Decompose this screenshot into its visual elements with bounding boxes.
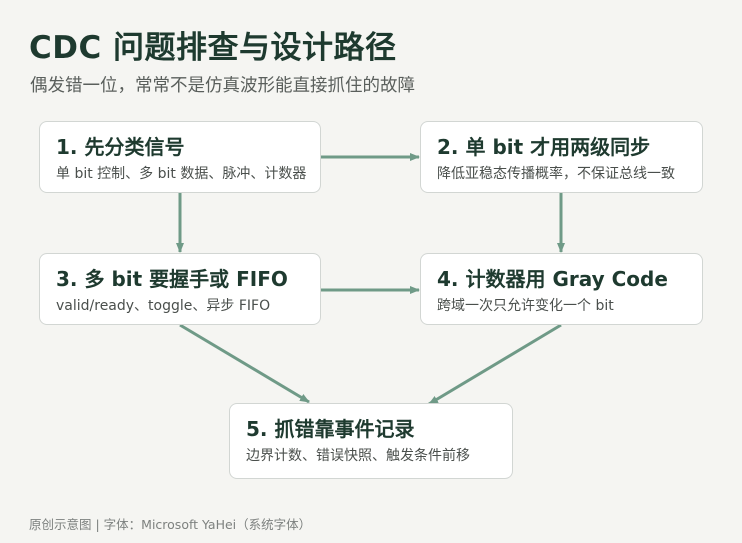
footer-note: 原创示意图 | 字体：Microsoft YaHei（系统字体） bbox=[29, 517, 312, 532]
step-1-box: 1. 先分类信号 单 bit 控制、多 bit 数据、脉冲、计数器 bbox=[39, 121, 321, 193]
arrow-3-to-5 bbox=[179, 323, 310, 404]
step-1-desc: 单 bit 控制、多 bit 数据、脉冲、计数器 bbox=[56, 166, 307, 182]
step-3-title: 3. 多 bit 要握手或 FIFO bbox=[56, 267, 288, 291]
step-2-desc: 降低亚稳态传播概率，不保证总线一致 bbox=[437, 166, 675, 182]
step-5-desc: 边界计数、错误快照、触发条件前移 bbox=[246, 448, 470, 464]
step-3-desc: valid/ready、toggle、异步 FIFO bbox=[56, 298, 271, 314]
step-4-title: 4. 计数器用 Gray Code bbox=[437, 267, 668, 291]
arrow-4-to-5 bbox=[428, 323, 562, 406]
step-1-title: 1. 先分类信号 bbox=[56, 135, 185, 159]
step-4-desc: 跨域一次只允许变化一个 bit bbox=[437, 298, 614, 314]
step-3-box: 3. 多 bit 要握手或 FIFO valid/ready、toggle、异步… bbox=[39, 253, 321, 325]
page-title: CDC 问题排查与设计路径 bbox=[29, 30, 397, 66]
step-5-title: 5. 抓错靠事件记录 bbox=[246, 417, 415, 441]
step-5-box: 5. 抓错靠事件记录 边界计数、错误快照、触发条件前移 bbox=[229, 403, 513, 479]
step-2-title: 2. 单 bit 才用两级同步 bbox=[437, 135, 651, 159]
step-4-box: 4. 计数器用 Gray Code 跨域一次只允许变化一个 bit bbox=[420, 253, 703, 325]
step-2-box: 2. 单 bit 才用两级同步 降低亚稳态传播概率，不保证总线一致 bbox=[420, 121, 703, 193]
page-subtitle: 偶发错一位，常常不是仿真波形能直接抓住的故障 bbox=[30, 76, 415, 96]
